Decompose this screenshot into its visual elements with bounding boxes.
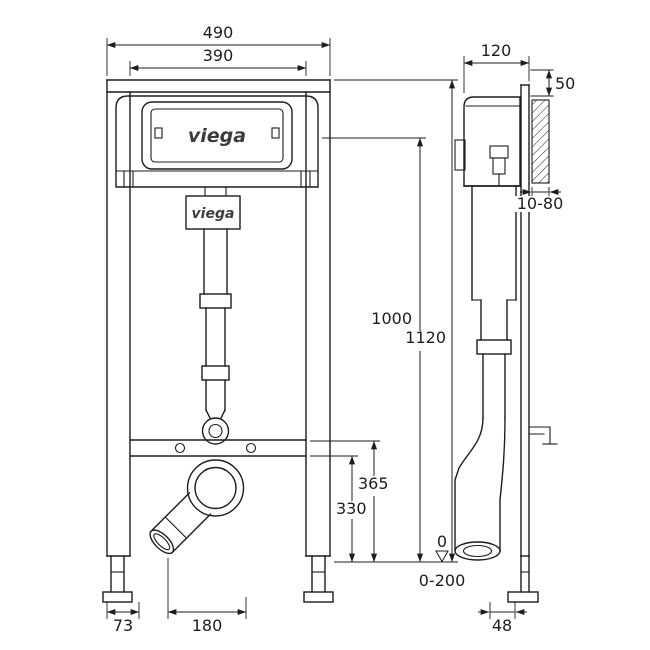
front-view: viega viega xyxy=(102,79,334,603)
dim-label-120: 120 xyxy=(481,41,512,60)
wc-outlet-socket xyxy=(186,459,245,517)
outlet-bend xyxy=(149,491,212,555)
viega-logo-primary: viega xyxy=(188,125,246,147)
side-body xyxy=(471,185,517,419)
mounting-bar xyxy=(129,439,307,457)
side-foot xyxy=(507,555,539,603)
dim-label-0-200: 0-200 xyxy=(419,571,466,590)
dim-bracket-lower: 330 xyxy=(310,455,367,563)
dim-label-10-80: 10-80 xyxy=(517,194,564,213)
plate-clip-right xyxy=(271,127,280,139)
dim-label-73: 73 xyxy=(113,616,133,635)
dim-label-50: 50 xyxy=(555,74,575,93)
side-flush-plate xyxy=(454,139,466,171)
side-view-dimensions: 120 50 10-80 48 xyxy=(463,41,575,635)
side-outlet-bend xyxy=(454,417,506,561)
dim-outlet-offset: 180 xyxy=(167,558,247,635)
dim-label-0: 0 xyxy=(437,532,447,551)
wall-anchor-refs xyxy=(530,69,554,97)
dim-flush-height: 1000 xyxy=(322,137,426,563)
dim-frame-height: 1120 xyxy=(334,79,458,563)
dim-foot-offset: 73 xyxy=(106,602,140,635)
datum-marker: 0 xyxy=(435,532,449,563)
flush-plate: viega xyxy=(141,101,293,170)
dim-label-365: 365 xyxy=(358,474,389,493)
brand-label-box: viega xyxy=(185,186,241,230)
flush-elbow-port xyxy=(201,417,230,445)
dim-overall-width: 490 xyxy=(106,23,331,76)
dim-label-1120: 1120 xyxy=(405,328,446,347)
dim-frame-depth: 120 xyxy=(463,41,530,93)
frame-rails xyxy=(106,79,331,557)
viega-logo-secondary: viega xyxy=(192,206,235,222)
dim-inner-width: 390 xyxy=(129,46,307,76)
dim-wall-adjust: 10-80 xyxy=(512,187,568,213)
dim-label-48: 48 xyxy=(492,616,512,635)
fixing-bolt-right xyxy=(245,442,257,454)
dim-floor-adjust: 0-200 xyxy=(419,571,466,590)
dim-label-180: 180 xyxy=(192,616,223,635)
front-view-dimensions: 490 390 1120 1000 365 xyxy=(106,23,466,635)
datum-triangle-icon xyxy=(435,550,449,563)
wall-bracket xyxy=(528,426,558,445)
dim-label-1000: 1000 xyxy=(371,309,412,328)
side-cistern xyxy=(454,96,522,187)
dim-label-330: 330 xyxy=(336,499,367,518)
dim-foot-depth: 48 xyxy=(478,602,527,635)
dim-label-390: 390 xyxy=(203,46,234,65)
dim-top-offset: 50 xyxy=(545,69,575,97)
cistern xyxy=(115,95,319,188)
wall-mounting-plate xyxy=(531,99,550,184)
fixing-bolt-left xyxy=(174,442,186,454)
flush-pipe xyxy=(199,228,232,445)
dim-bracket-upper: 365 xyxy=(310,440,389,563)
side-rail xyxy=(520,84,530,557)
dim-label-490: 490 xyxy=(203,23,234,42)
foot-right xyxy=(303,555,334,603)
plate-clip-left xyxy=(154,127,163,139)
side-view xyxy=(454,69,558,603)
foot-left xyxy=(102,555,133,603)
